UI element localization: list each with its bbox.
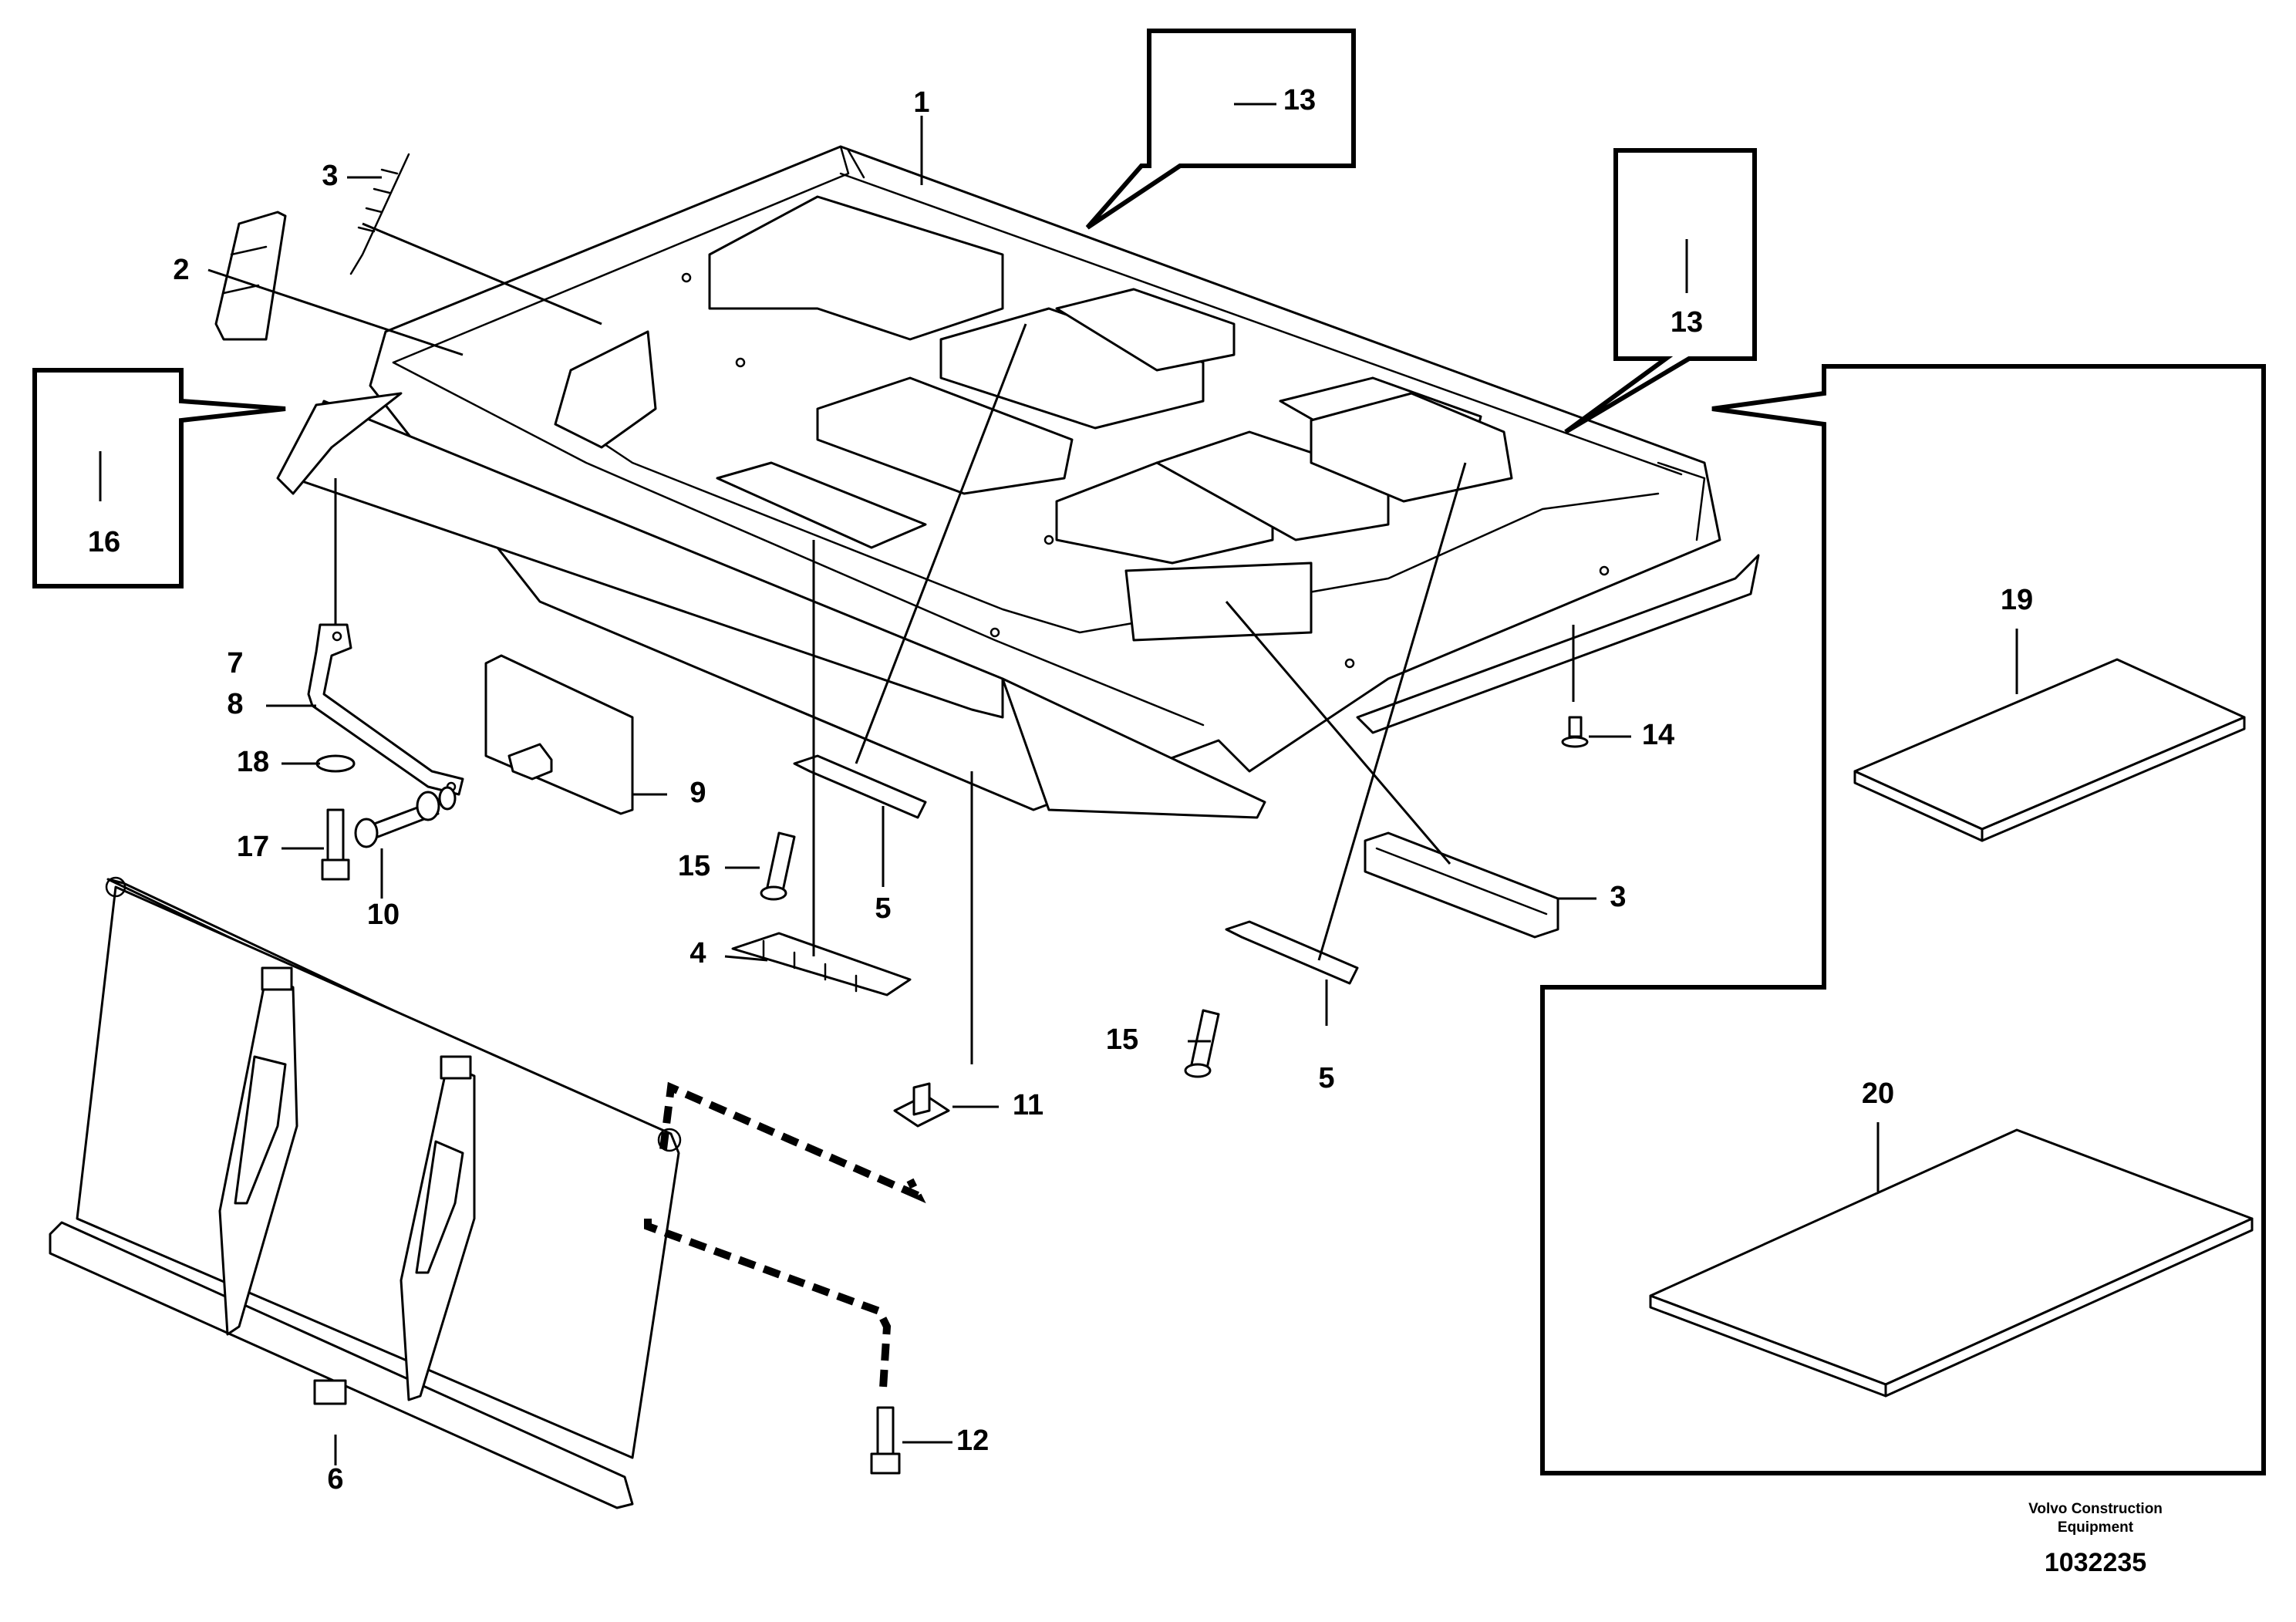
handle-5-right — [1225, 920, 1359, 985]
bolt-and-washers — [315, 754, 457, 881]
callout-16: 16 — [88, 526, 120, 558]
brand-line-2: Equipment — [2057, 1519, 2134, 1536]
callout-4: 4 — [689, 937, 706, 969]
leader-lines — [99, 103, 2018, 1465]
detail-box-13-right — [1564, 148, 1757, 434]
brand-line-1: Volvo Construction — [2028, 1501, 2163, 1517]
interior-mirror — [484, 654, 634, 815]
publisher-footer: Volvo Construction Equipment 1032235 — [1957, 1500, 2234, 1578]
callout-13-top: 13 — [1283, 84, 1316, 116]
handle-2-left — [214, 211, 287, 341]
callout-9: 9 — [689, 777, 706, 809]
callout-17: 17 — [237, 831, 269, 863]
callout-12: 12 — [956, 1425, 989, 1457]
bolt-12 — [870, 1406, 901, 1475]
detail-box-13-top — [1085, 29, 1356, 230]
callout-14: 14 — [1642, 719, 1674, 751]
insulation-mat-19 — [1853, 658, 2246, 842]
callout-3-top: 3 — [322, 160, 338, 192]
callout-2: 2 — [173, 254, 189, 286]
document-number: 1032235 — [2044, 1548, 2147, 1577]
clip-strip-3-left — [349, 153, 410, 275]
callout-15-right: 15 — [1106, 1023, 1138, 1056]
callout-20: 20 — [1862, 1077, 1894, 1110]
callout-6: 6 — [327, 1463, 343, 1496]
callout-13-right: 13 — [1671, 306, 1703, 339]
callout-3-right: 3 — [1610, 881, 1626, 913]
screw-15-right — [1184, 1009, 1220, 1078]
callout-5-right: 5 — [1318, 1062, 1334, 1094]
callout-5-left: 5 — [875, 892, 891, 925]
callout-19: 19 — [2001, 584, 2033, 616]
detail-box-16 — [32, 368, 286, 588]
callout-7: 7 — [227, 647, 243, 679]
screw-15-left — [760, 831, 796, 901]
callout-numbers: 1 2 3 13 13 16 7 8 18 17 10 9 4 15 5 11 … — [88, 84, 2033, 1496]
callout-10: 10 — [367, 899, 400, 931]
sun-roller-blind — [49, 876, 682, 1509]
callout-11: 11 — [1013, 1089, 1043, 1121]
insulation-mat-20 — [1649, 1128, 2254, 1398]
clip-nut-11 — [893, 1082, 950, 1128]
blind-retaining-cable — [644, 1081, 926, 1389]
light-cover-3-right — [1364, 831, 1559, 939]
callout-8: 8 — [227, 688, 243, 720]
callout-18: 18 — [237, 746, 269, 778]
callout-15-left: 15 — [678, 850, 710, 882]
screw-14 — [1561, 716, 1589, 748]
light-lens-4 — [731, 932, 912, 996]
callout-1: 1 — [913, 86, 929, 119]
